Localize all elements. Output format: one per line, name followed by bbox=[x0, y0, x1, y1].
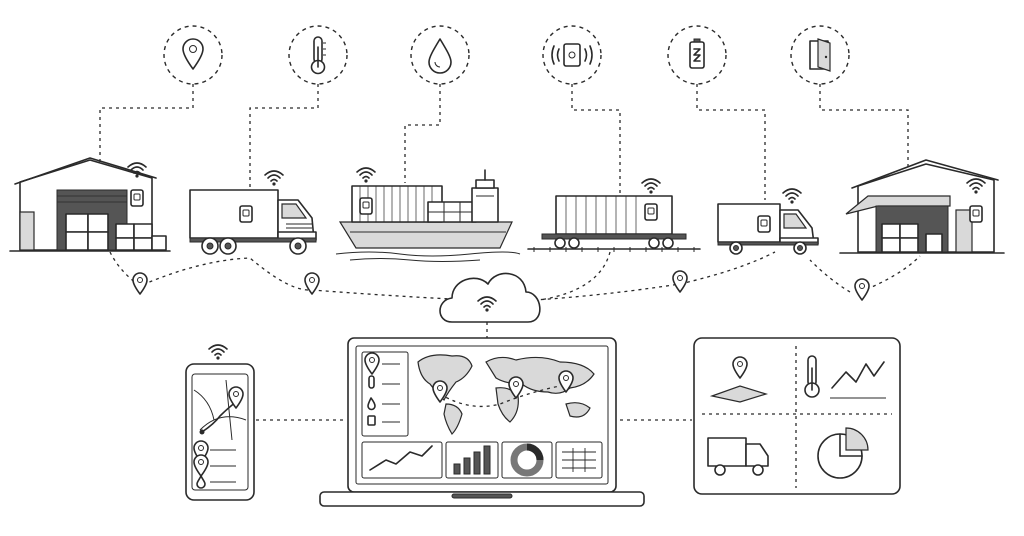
cloud-hub bbox=[440, 274, 540, 338]
location-pin-icon bbox=[164, 26, 222, 84]
destination-warehouse bbox=[840, 160, 1004, 253]
battery-icon bbox=[668, 26, 726, 84]
sensor-connectors bbox=[100, 84, 908, 200]
door-open-icon bbox=[791, 26, 849, 84]
cargo-ship bbox=[336, 168, 520, 262]
smartphone bbox=[186, 345, 254, 500]
water-drop-icon bbox=[411, 26, 469, 84]
analytics-panel bbox=[694, 338, 900, 494]
freight-train bbox=[528, 179, 700, 252]
delivery-truck bbox=[190, 171, 316, 254]
delivery-truck-2 bbox=[718, 189, 818, 254]
vibration-sensor-icon bbox=[543, 26, 601, 84]
thermometer-icon bbox=[289, 26, 347, 84]
sensor-icon-row bbox=[164, 26, 849, 84]
laptop-dashboard bbox=[320, 338, 644, 506]
origin-warehouse bbox=[10, 158, 170, 251]
